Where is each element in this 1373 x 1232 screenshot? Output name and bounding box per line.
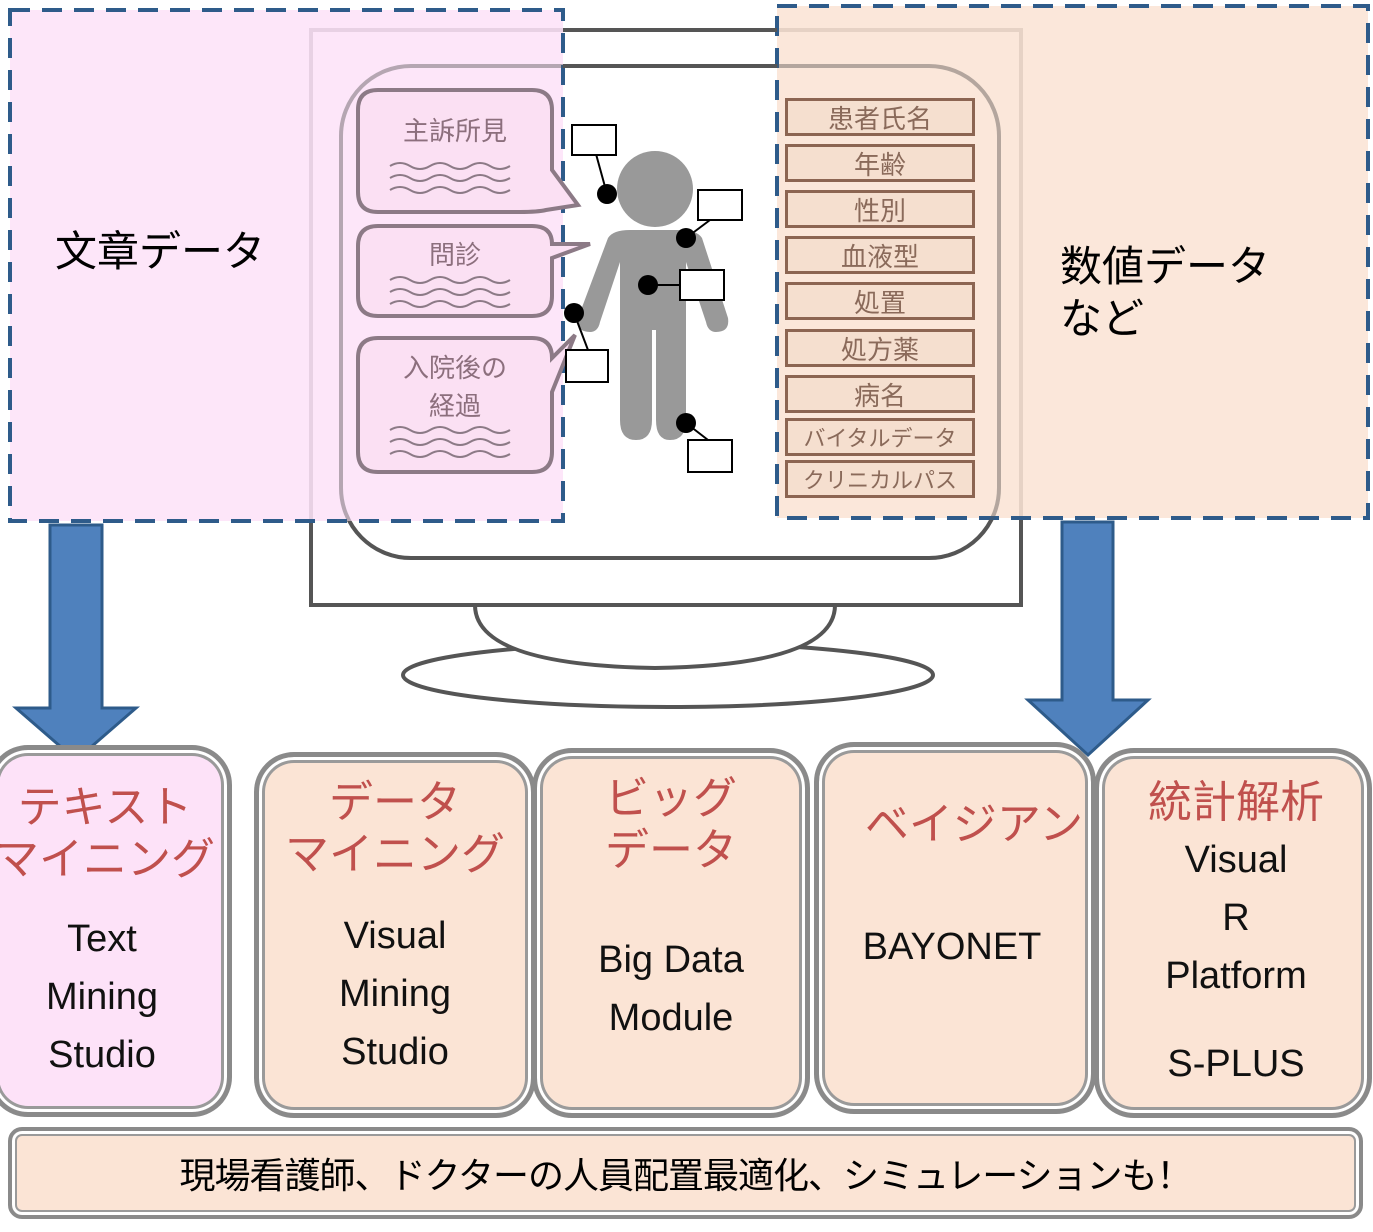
bubble-title: 問診 — [428, 241, 481, 271]
tool-body-line: Module — [608, 997, 734, 1039]
tool-body-line: Studio — [48, 1034, 156, 1076]
numeric-data-label-line: など — [1060, 294, 1145, 343]
tool-title-line: データ — [605, 825, 737, 876]
tool-body-line: BAYONET — [862, 926, 1042, 968]
arrow-down-icon — [1024, 520, 1152, 758]
tool-box-statistics: 統計解析 Visual R Platform S-PLUS — [1094, 748, 1372, 1118]
field-vital-data: バイタルデータ — [785, 418, 975, 456]
bubble-title: 入院後の 経過 — [358, 350, 552, 426]
tool-body-line: Visual — [343, 915, 447, 957]
tool-title-line: 統計解析 — [1148, 777, 1324, 828]
text-data-label: 文章データ — [54, 226, 265, 276]
callout-markers — [564, 124, 743, 473]
bubble-title: 主訴所見 — [402, 117, 507, 147]
tool-body-line: Mining — [339, 973, 451, 1015]
tool-box-data-mining: データ マイニング Visual Mining Studio — [254, 752, 536, 1118]
tool-body: Big Data Module — [537, 931, 805, 1047]
person-icon — [577, 151, 729, 440]
tool-title: ベイジアン — [859, 797, 1089, 853]
field-patient-name: 患者氏名 — [785, 98, 975, 136]
tool-body-line: Text — [67, 918, 137, 960]
tool-body-line: R — [1222, 897, 1250, 939]
bubble-title-line: 入院後の — [402, 354, 507, 384]
tool-title: データ マイニング — [259, 775, 531, 883]
numeric-data-label: 数値データ など — [1060, 238, 1300, 348]
field-prescription: 処方薬 — [785, 329, 975, 367]
field-treatment: 処置 — [785, 282, 975, 320]
bubble-title-line: 経過 — [428, 392, 481, 422]
tool-title-line: ベイジアン — [864, 799, 1084, 850]
tool-title-line: ビッグ — [605, 773, 737, 824]
tool-box-big-data: ビッグ データ Big Data Module — [532, 748, 810, 1118]
tool-title: ビッグ データ — [537, 773, 805, 877]
tool-title-line: マイニング — [285, 829, 505, 880]
tool-body-line: Studio — [341, 1031, 449, 1073]
tool-body: BAYONET — [837, 917, 1067, 977]
field-sex: 性別 — [785, 190, 975, 228]
tool-body-line: Big Data — [598, 939, 744, 981]
tool-body: Text Mining Studio — [0, 910, 211, 1084]
tool-box-bayesian: ベイジアン BAYONET — [814, 742, 1096, 1114]
bottom-banner: 現場看護師、ドクターの人員配置最適化、シミュレーションも！ — [8, 1127, 1363, 1219]
arrow-down-icon — [11, 523, 141, 762]
tool-title: 統計解析 — [1117, 775, 1355, 831]
tool-body: Visual Mining Studio — [259, 907, 531, 1081]
field-age: 年齢 — [785, 144, 975, 182]
tool-title: テキスト マイニング — [0, 780, 217, 888]
field-clinical-path: クリニカルパス — [785, 460, 975, 498]
tool-title-line: データ — [329, 777, 461, 828]
tool-body-line: Mining — [46, 976, 158, 1018]
tool-body-line: Platform — [1165, 955, 1307, 997]
tool-title-line: マイニング — [0, 834, 215, 885]
tool-body-line: Visual — [1184, 839, 1288, 881]
numeric-data-label-line: 数値データ — [1060, 242, 1271, 291]
tool-title-line: テキスト — [17, 782, 193, 833]
tool-body-line: S-PLUS — [1167, 1043, 1305, 1085]
field-blood-type: 血液型 — [785, 236, 975, 274]
wavy-lines-icon — [389, 162, 511, 458]
bubble-shapes — [356, 88, 591, 474]
tool-body: Visual R Platform S-PLUS — [1117, 827, 1355, 1097]
tool-box-text-mining: テキスト マイニング Text Mining Studio — [0, 745, 232, 1117]
field-disease: 病名 — [785, 375, 975, 413]
